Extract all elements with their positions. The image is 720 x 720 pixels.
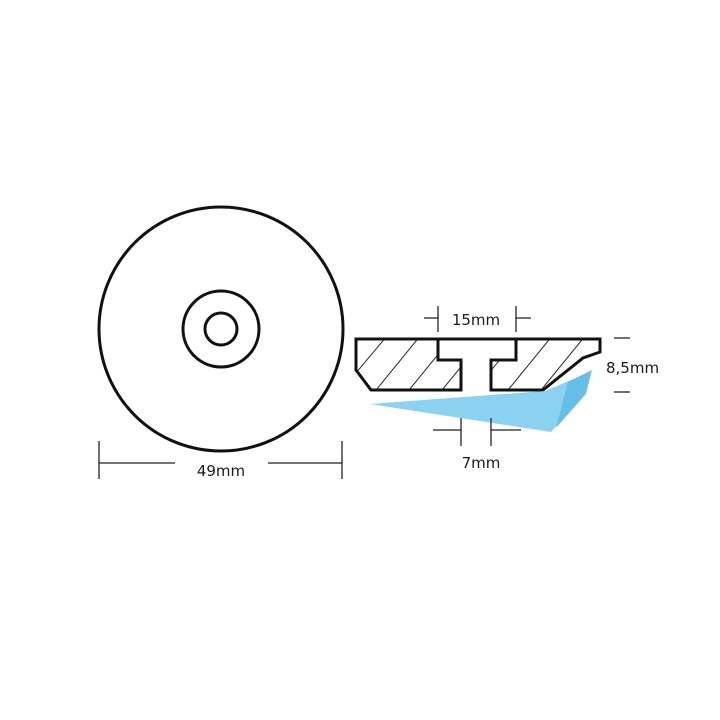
dimension-49mm	[98, 441, 343, 479]
dim-label-7mm: 7mm	[462, 454, 501, 472]
dimension-15mm	[424, 306, 531, 332]
dim-label-49mm: 49mm	[197, 462, 245, 480]
accent-wedge	[370, 372, 590, 432]
accent-wedge-highlight	[556, 370, 592, 428]
dimension-7mm	[433, 418, 521, 446]
center-hole-circle	[203, 311, 239, 347]
accent-highlight	[370, 370, 592, 432]
top-view	[97, 205, 345, 453]
dimension-8-5mm	[614, 337, 630, 393]
section-outline	[354, 337, 602, 392]
dim-label-8-5mm: 8,5mm	[606, 359, 659, 377]
outer-disc-outline	[97, 205, 345, 453]
countersink-circle	[181, 289, 261, 369]
dim-label-15mm: 15mm	[452, 311, 500, 329]
